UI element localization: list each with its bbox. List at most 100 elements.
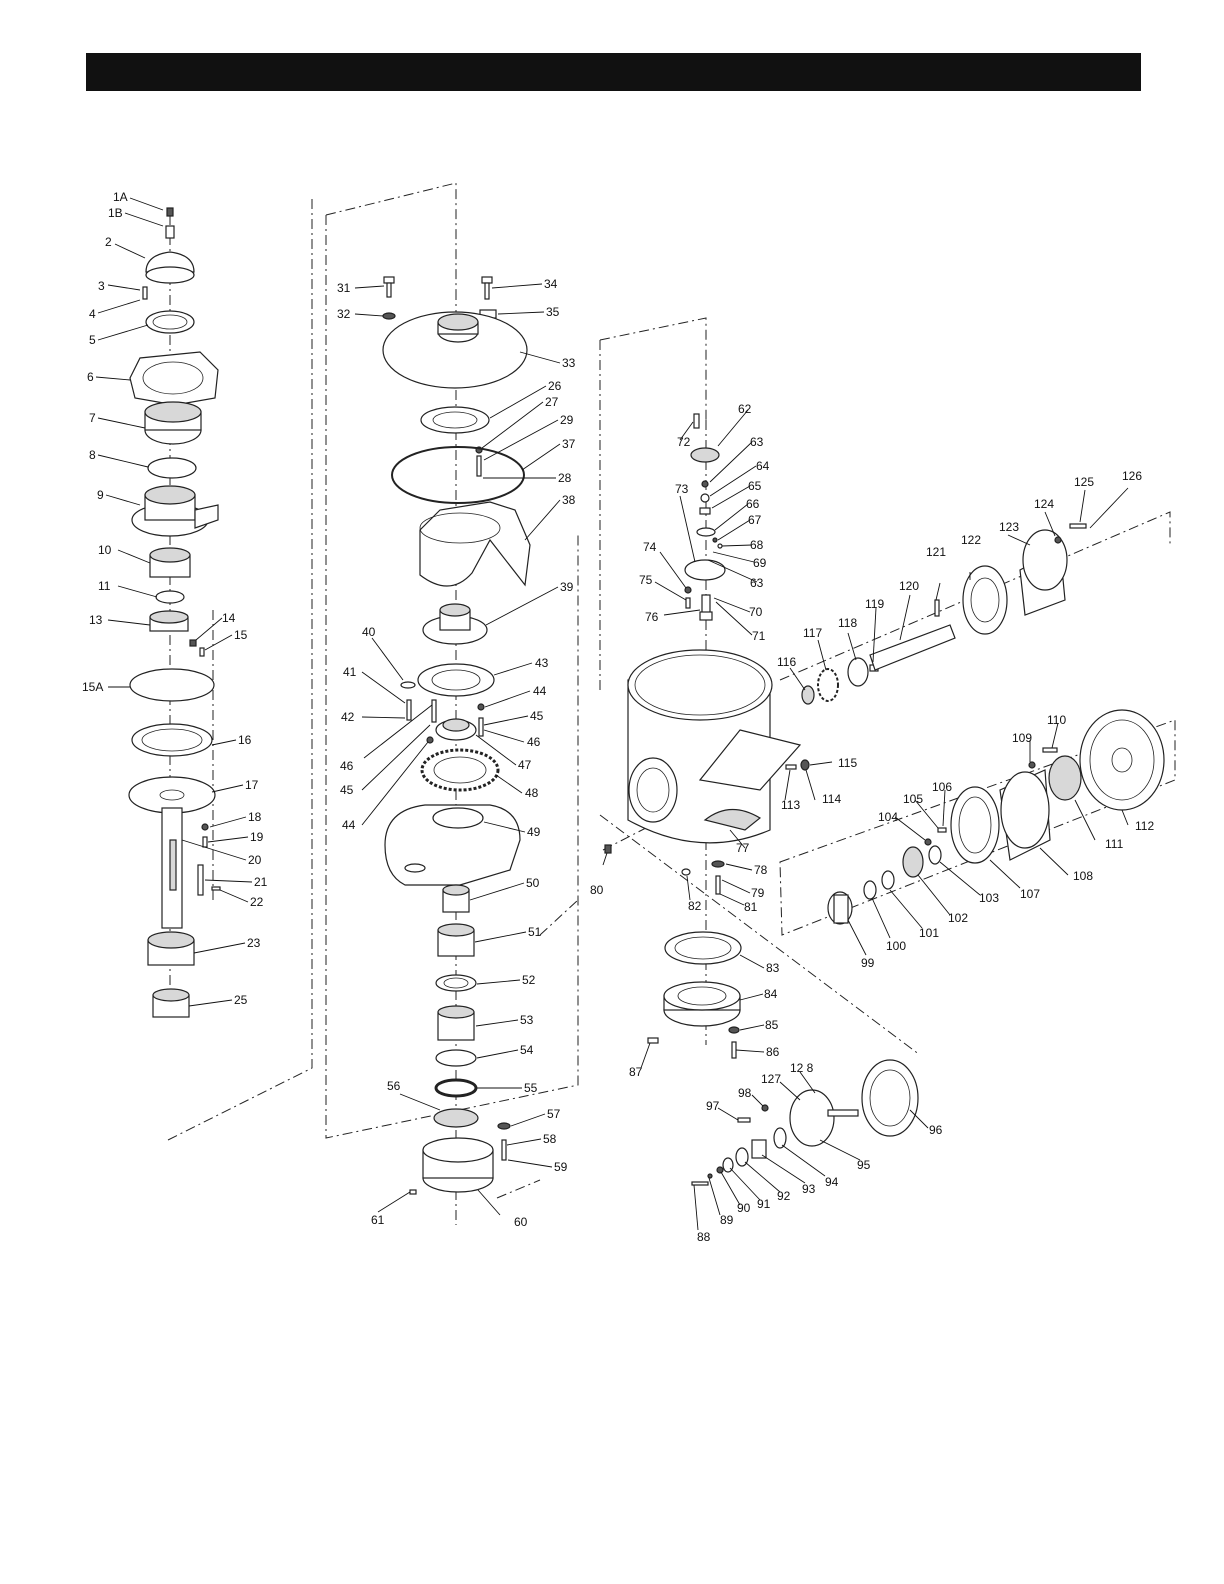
label-45-right: 45 (530, 709, 544, 723)
label-58: 58 (543, 1132, 557, 1146)
label-91: 91 (757, 1197, 771, 1211)
label-3: 3 (98, 279, 105, 293)
label-54: 54 (520, 1043, 534, 1057)
label-84: 84 (764, 987, 778, 1001)
label-99: 99 (861, 956, 875, 970)
label-109: 109 (1012, 731, 1032, 745)
label-98: 98 (738, 1086, 752, 1100)
label-5: 5 (89, 333, 96, 347)
label-103: 103 (979, 891, 999, 905)
label-108: 108 (1073, 869, 1093, 883)
label-80: 80 (590, 883, 604, 897)
label-68: 68 (750, 538, 764, 552)
label-34: 34 (544, 277, 558, 291)
label-95: 95 (857, 1158, 871, 1172)
right-housing-parts (604, 413, 919, 1186)
label-82: 82 (688, 899, 702, 913)
label-29: 29 (560, 413, 574, 427)
label-52: 52 (522, 973, 536, 987)
label-120: 120 (899, 579, 919, 593)
label-39: 39 (560, 580, 574, 594)
label-92: 92 (777, 1189, 791, 1203)
label-22: 22 (250, 895, 264, 909)
label-8: 8 (89, 448, 96, 462)
label-111: 111 (1105, 837, 1124, 851)
label-44-right: 44 (533, 684, 547, 698)
label-37: 37 (562, 437, 576, 451)
leader-lines (95, 197, 1129, 1231)
label-66: 66 (746, 497, 760, 511)
label-43: 43 (535, 656, 549, 670)
label-114: 114 (822, 792, 841, 806)
label-61: 61 (371, 1213, 385, 1227)
label-38: 38 (562, 493, 576, 507)
label-35: 35 (546, 305, 560, 319)
label-119: 119 (865, 597, 884, 611)
label-105: 105 (903, 792, 923, 806)
label-100: 100 (886, 939, 906, 953)
label-104: 104 (878, 810, 898, 824)
label-62: 62 (738, 402, 752, 416)
label-128: 12 8 (790, 1061, 814, 1075)
label-42: 42 (341, 710, 355, 724)
label-17: 17 (245, 778, 259, 792)
label-74: 74 (643, 540, 657, 554)
label-23: 23 (247, 936, 261, 950)
label-48: 48 (525, 786, 539, 800)
label-69: 69 (753, 556, 767, 570)
label-101: 101 (919, 926, 939, 940)
label-21: 21 (254, 875, 268, 889)
label-18: 18 (248, 810, 262, 824)
label-19: 19 (250, 830, 264, 844)
label-4: 4 (89, 307, 96, 321)
label-63-bottom: 63 (750, 576, 764, 590)
label-118: 118 (838, 616, 857, 630)
label-124: 124 (1034, 497, 1054, 511)
label-9: 9 (97, 488, 104, 502)
label-14: 14 (222, 611, 236, 625)
label-93: 93 (802, 1182, 816, 1196)
label-96: 96 (929, 1123, 943, 1137)
label-28: 28 (558, 471, 572, 485)
label-110: 110 (1047, 713, 1066, 727)
label-76: 76 (645, 610, 659, 624)
label-87: 87 (629, 1065, 643, 1079)
label-121: 121 (926, 545, 946, 559)
label-55: 55 (524, 1081, 538, 1095)
label-102: 102 (948, 911, 968, 925)
label-11: 11 (98, 579, 111, 593)
label-15a: 15A (82, 680, 103, 694)
label-89: 89 (720, 1213, 734, 1227)
label-126: 126 (1122, 469, 1142, 483)
label-57: 57 (547, 1107, 561, 1121)
label-49: 49 (527, 825, 541, 839)
part-labels: 1A 1B 2 3 4 5 6 7 8 9 10 11 13 14 15 15A… (82, 190, 1154, 1244)
label-53: 53 (520, 1013, 534, 1027)
label-44-left: 44 (342, 818, 356, 832)
label-2: 2 (105, 235, 112, 249)
label-94: 94 (825, 1175, 839, 1189)
label-88: 88 (697, 1230, 711, 1244)
label-127: 127 (761, 1072, 781, 1086)
label-6: 6 (87, 370, 94, 384)
label-65: 65 (748, 479, 762, 493)
label-123: 123 (999, 520, 1019, 534)
label-59: 59 (554, 1160, 568, 1174)
label-75: 75 (639, 573, 653, 587)
label-46-left: 46 (340, 759, 354, 773)
label-97: 97 (706, 1099, 720, 1113)
label-73: 73 (675, 482, 689, 496)
shaft-assemblies (785, 523, 1165, 925)
label-60: 60 (514, 1215, 528, 1229)
label-107: 107 (1020, 887, 1040, 901)
center-column-parts (382, 276, 531, 1195)
label-33: 33 (562, 356, 576, 370)
label-1a: 1A (113, 190, 128, 204)
label-83: 83 (766, 961, 780, 975)
label-1b: 1B (108, 206, 123, 220)
label-85: 85 (765, 1018, 779, 1032)
header-bar (86, 53, 1141, 91)
label-50: 50 (526, 876, 540, 890)
label-41: 41 (343, 665, 357, 679)
